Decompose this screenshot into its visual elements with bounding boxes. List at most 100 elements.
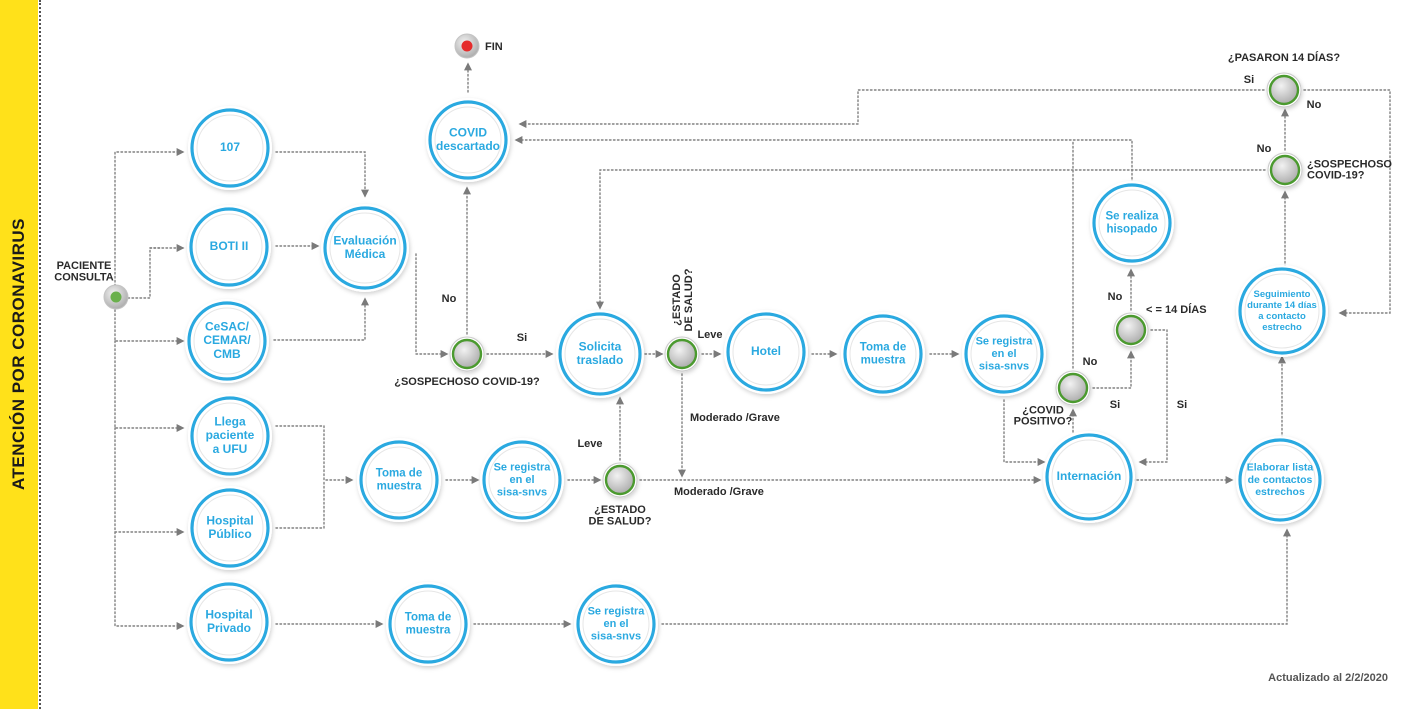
- node-label-seguim: durante 14 días: [1247, 300, 1317, 311]
- node-label-ufu: paciente: [206, 428, 255, 442]
- node-label-sisa1: sisa-snvs: [497, 487, 547, 499]
- end-label: FIN: [485, 41, 503, 53]
- edge-label-si_sosp1: Si: [517, 332, 527, 344]
- edge-label-no_covidpos: No: [1083, 356, 1098, 368]
- decision-label-covidpos: POSITIVO?: [1014, 415, 1073, 427]
- edge-label-grave_estado2: Moderado /Grave: [674, 486, 764, 498]
- edge-label-si_covidpos: Si: [1110, 399, 1120, 411]
- node-n107: 107: [188, 106, 272, 190]
- node-label-sisa3: sisa-snvs: [591, 631, 641, 643]
- connector-ufu-toma1: [275, 425, 354, 484]
- start-label: PACIENTE: [57, 260, 112, 272]
- connector-start-cesac: [114, 305, 185, 345]
- connector-pasaron-no: [1303, 89, 1391, 317]
- node-label-sisa2: en el: [991, 348, 1016, 360]
- node-label-toma3: Toma de: [405, 611, 451, 623]
- decision-label-estado2: DE SALUD?: [589, 516, 652, 528]
- connector-sosp2-no: [596, 169, 1266, 310]
- node-hisop: Se realiza hisopado: [1090, 181, 1174, 265]
- edge-label-grave_estado1: Moderado /Grave: [690, 412, 780, 424]
- node-label-hisop: Se realiza: [1105, 210, 1159, 222]
- decision-label-d14: < = 14 DÍAS: [1146, 303, 1207, 316]
- decision-label-estado1-line: ¿ESTADO: [671, 274, 683, 326]
- connector-sisa2-intern: [1003, 399, 1046, 466]
- connector-d14-si: [1138, 329, 1168, 466]
- node-label-ufu: Llega: [214, 414, 246, 428]
- node-label-toma2: Toma de: [860, 341, 906, 353]
- decision-label-sosp2: COVID-19?: [1307, 169, 1365, 181]
- node-label-toma2: muestra: [861, 355, 906, 367]
- connector-start-ufu: [114, 340, 185, 432]
- node-label-ufu: a UFU: [213, 442, 248, 456]
- connector-hpub-toma1: [275, 479, 325, 529]
- node-label-hpub: Hospital: [206, 513, 253, 527]
- sidebar-divider: [39, 0, 41, 709]
- node-label-seguim: Seguimiento: [1253, 289, 1310, 300]
- node-toma3: Toma de muestra: [386, 582, 470, 666]
- node-label-sisa2: sisa-snvs: [979, 361, 1029, 373]
- edge-label-leve_estado1: Leve: [697, 329, 722, 341]
- decision-sosp1: [449, 336, 485, 372]
- node-label-n107: 107: [220, 140, 240, 154]
- edge-label-no_pasaron: No: [1307, 99, 1322, 111]
- node-label-seguim: estrecho: [1262, 322, 1302, 333]
- node-label-hotel: Hotel: [751, 344, 781, 358]
- node-label-traslado: Solicita: [579, 339, 622, 353]
- decision-estado1: [664, 336, 700, 372]
- edge-label-si_pasaron: Si: [1244, 74, 1254, 86]
- node-label-cesac: CeSAC/: [205, 319, 250, 333]
- sidebar-band: [0, 0, 38, 709]
- node-label-hisop: hisopado: [1106, 224, 1157, 236]
- node-label-cesac: CEMAR/: [203, 333, 251, 347]
- node-label-eval: Evaluación: [333, 233, 396, 247]
- decision-label-covidpos: ¿COVID: [1022, 404, 1064, 416]
- decision-label-estado1-line: DE SALUD?: [683, 268, 695, 331]
- connector-start-107b: [114, 148, 185, 291]
- node-cesac: CeSAC/CEMAR/CMB: [185, 299, 269, 383]
- node-label-hpriv: Privado: [207, 621, 251, 635]
- node-label-lista: estrechos: [1255, 486, 1305, 498]
- connector-cesac-eval: [273, 297, 369, 341]
- node-label-boti: BOTI II: [210, 239, 249, 253]
- node-label-sisa1: en el: [509, 474, 534, 486]
- node-boti: BOTI II: [187, 205, 271, 289]
- node-label-toma3: muestra: [406, 625, 451, 637]
- connector-pasaron-si: [518, 89, 1265, 128]
- connector-start-hpub: [114, 427, 185, 536]
- edge-label-leve_estado2: Leve: [577, 438, 602, 450]
- node-label-sisa3: Se registra: [588, 605, 646, 617]
- decision-sosp2: [1267, 152, 1303, 188]
- node-toma2: Toma de muestra: [841, 312, 925, 396]
- decision-label-sosp2: ¿SOSPECHOSO: [1307, 158, 1392, 170]
- connector-hisop-desc: [514, 136, 1133, 184]
- node-label-sisa3: en el: [603, 618, 628, 630]
- decision-d14: [1113, 312, 1149, 348]
- node-label-sisa2: Se registra: [976, 335, 1034, 347]
- connector-107-eval: [275, 151, 369, 198]
- decision-pasaron: [1266, 72, 1302, 108]
- node-intern: Internación: [1043, 431, 1135, 523]
- updated-date: Actualizado al 2/2/2020: [1268, 672, 1388, 684]
- node-label-intern: Internación: [1057, 469, 1122, 483]
- node-label-seguim: a contacto: [1258, 311, 1306, 322]
- decision-label-pasaron: ¿PASARON 14 DÍAS?: [1228, 51, 1341, 64]
- node-label-covid_desc: descartado: [436, 139, 500, 153]
- connector-start-hpriv: [114, 531, 185, 630]
- node-label-toma1: muestra: [377, 481, 422, 493]
- connector-start-107: [127, 247, 161, 299]
- node-label-lista: Elaborar lista: [1247, 462, 1314, 474]
- node-label-traslado: traslado: [577, 353, 624, 367]
- node-hotel: Hotel: [724, 310, 808, 394]
